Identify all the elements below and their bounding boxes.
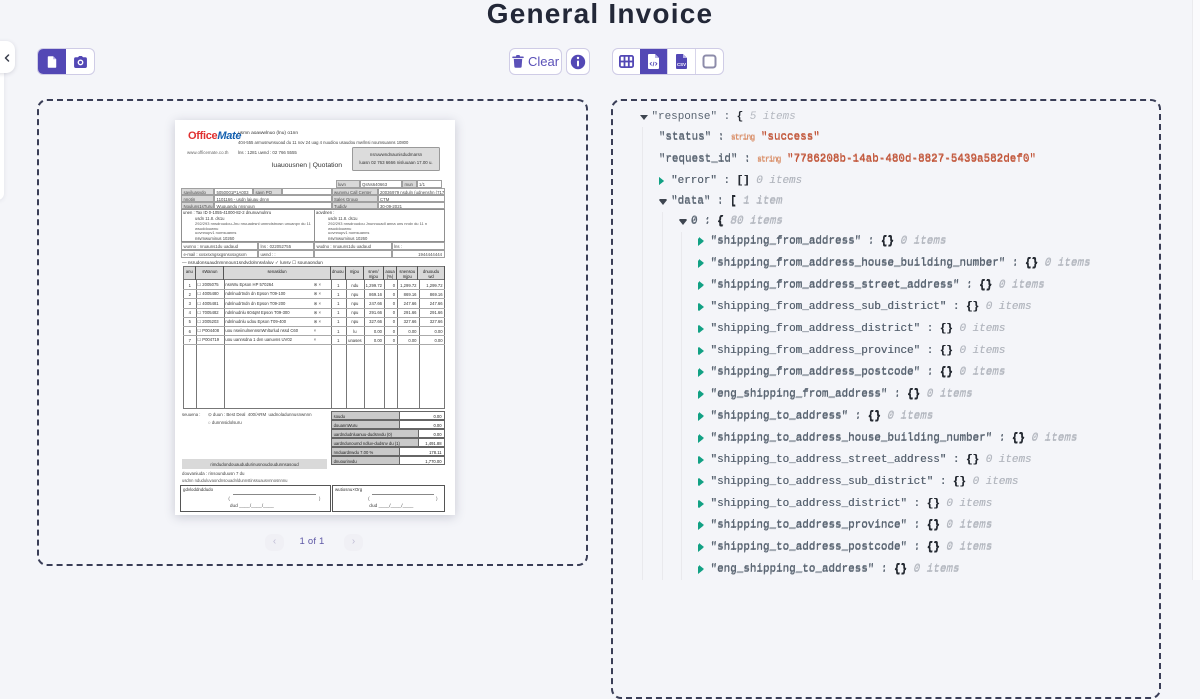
svg-text:CSV: CSV [677, 62, 686, 67]
